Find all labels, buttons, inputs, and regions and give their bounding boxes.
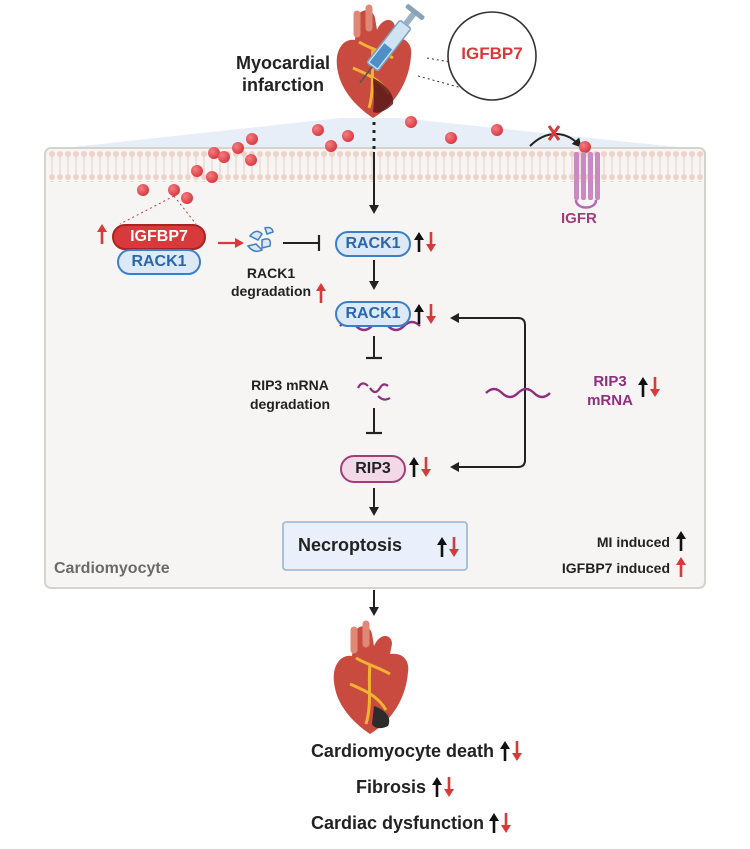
outcome-cardiac-dysfunction: Cardiac dysfunction — [310, 813, 484, 833]
mi-title: Myocardial infarction — [218, 52, 348, 96]
necroptosis-box — [282, 521, 468, 571]
arrow-down-icon — [449, 537, 459, 557]
rip3-mrna-degradation-label: RIP3 mRNA degradation — [230, 376, 350, 414]
arrow-up-icon — [414, 304, 424, 324]
rip3-mrna-label: RIP3 mRNA — [580, 372, 640, 410]
rip3-mrna-degradation-line1: RIP3 mRNA — [251, 377, 329, 393]
outcome-fibrosis: Fibrosis — [355, 777, 426, 797]
rip3-pill: RIP3 — [340, 455, 406, 483]
arrow-up-icon — [676, 531, 686, 551]
rack1-degradation-line1: RACK1 — [246, 265, 296, 281]
igfr-label: IGFR — [561, 210, 597, 227]
rack1-protein-pill: RACK1 — [335, 231, 411, 257]
complex-igfbp7-pill: IGFBP7 — [112, 224, 206, 250]
igfr-receptor-icon — [574, 152, 600, 209]
arrow-up-icon — [409, 457, 419, 477]
arrow-down-icon — [444, 777, 454, 797]
arrow-up-icon — [638, 377, 648, 397]
rip3-mrna-line1: RIP3 — [593, 373, 627, 390]
arrow-down-icon — [650, 377, 660, 397]
legend-igfbp7-label: IGFBP7 induced — [561, 560, 670, 576]
mi-title-line2: infarction — [241, 75, 324, 95]
arrow-up-icon — [437, 537, 447, 557]
complex-rack1-pill: RACK1 — [117, 249, 201, 275]
mrna-icon — [485, 387, 551, 399]
arrow-up-icon — [97, 224, 107, 244]
rip3-mrna-degradation-line2: degradation — [249, 396, 331, 412]
heart-icon — [333, 620, 409, 734]
igfbp7-particles — [137, 116, 503, 204]
arrow-up-icon — [432, 777, 442, 797]
spotlight-fan — [45, 118, 705, 150]
arrow-down-icon — [426, 304, 436, 324]
arrow-up-icon — [500, 741, 510, 761]
rack1-bound-mrna-pill: RACK1 — [335, 301, 411, 327]
outcome-cardiomyocyte-death: Cardiomyocyte death — [310, 741, 494, 761]
arrow-down-icon — [426, 232, 436, 252]
rack1-degradation-label: RACK1 degradation — [226, 264, 316, 300]
rack1-degradation-line2: degradation — [230, 283, 312, 299]
cardiomyocyte-label: Cardiomyocyte — [54, 560, 170, 577]
arrow-down-icon — [421, 457, 431, 477]
injection-label: IGFBP7 — [461, 44, 523, 63]
arrow-up-icon — [676, 557, 686, 577]
igfbp7-zoom-circle — [447, 11, 537, 101]
syringe-icon — [359, 4, 425, 84]
degraded-protein-icon — [246, 226, 274, 253]
legend-mi-label: MI induced — [596, 534, 670, 550]
necroptosis-label: Necroptosis — [298, 535, 403, 555]
arrow-down-icon — [501, 813, 511, 833]
arrow-up-icon — [316, 283, 326, 303]
arrow-up-icon — [414, 232, 424, 252]
arrow-up-icon — [489, 813, 499, 833]
rip3-mrna-line2: mRNA — [587, 392, 633, 409]
degraded-mrna-icon — [357, 382, 391, 401]
arrow-down-icon — [512, 741, 522, 761]
mi-title-line1: Myocardial — [235, 53, 331, 73]
